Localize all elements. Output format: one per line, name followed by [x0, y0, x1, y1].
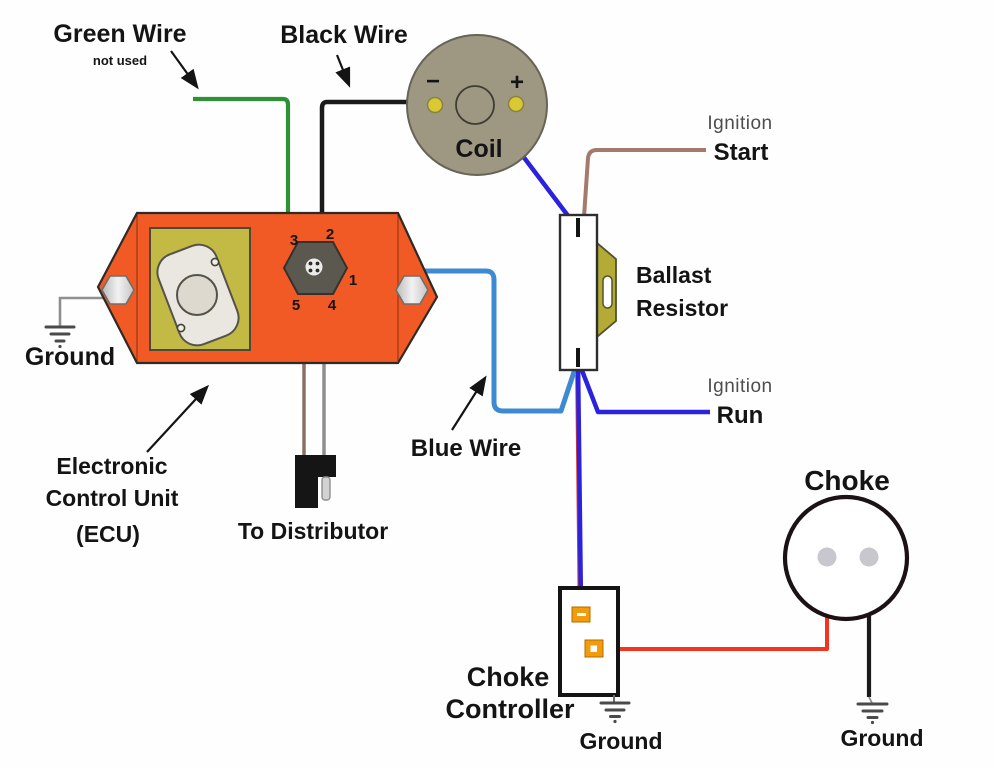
ignition-start-label-line1: Ignition: [707, 113, 772, 134]
ecu-gasket-hole-top: [210, 257, 220, 267]
connector-pin-dot: [315, 261, 320, 266]
ballast-to-choke-controller-wire: [575, 359, 584, 607]
coil-minus-terminal: [426, 96, 444, 114]
black-wire-arrow: [335, 54, 351, 88]
connector-key: [305, 258, 323, 276]
ecu-ground-label: Ground: [25, 343, 115, 371]
ballast-label-line2: Resistor: [636, 295, 728, 321]
ballast-resistor-body: [558, 213, 599, 372]
ecu-label-line2: Control Unit: [46, 485, 179, 511]
blue-wire-arrow: [451, 375, 487, 431]
ground-symbol-choke-controller: [599, 695, 631, 724]
blue-wire-ecu-to-ballast: [345, 268, 580, 414]
coil-plus-sign: +: [510, 69, 524, 96]
ecu-body: [96, 211, 439, 365]
connector-pin-dot: [315, 268, 320, 273]
green-wire-label: Green Wire: [53, 20, 186, 48]
ecu-label-line3: (ECU): [76, 521, 140, 547]
choke-controller-label-line1: Choke: [467, 662, 550, 692]
ballast-tab-slot: [602, 275, 613, 309]
connector-pin-dot: [308, 268, 313, 273]
green-wire-arrow: [170, 50, 199, 90]
coil-center-ring: [455, 85, 495, 125]
ecu-ground-wire: [58, 296, 104, 327]
ignition-run-label-line2: Run: [717, 402, 764, 429]
choke-ground-label: Ground: [840, 725, 923, 751]
pin-3-label: 3: [290, 232, 298, 249]
distributor-connector: [295, 455, 336, 508]
ecu-gasket-hole-bottom: [176, 323, 186, 333]
ignition-run-wire: [575, 359, 710, 415]
black-wire: [319, 99, 428, 241]
green-wire: [193, 96, 291, 243]
coil-minus-sign: −: [426, 68, 440, 95]
ecu-right-bolt-icon: [395, 275, 429, 305]
ignition-run-label-line1: Ignition: [707, 376, 772, 397]
coil-plus-terminal: [507, 95, 525, 113]
pin-5-label: 5: [292, 297, 300, 314]
black-wire-label: Black Wire: [280, 21, 408, 49]
ignition-start-label-line2: Start: [714, 139, 769, 166]
choke-controller-label-line2: Controller: [445, 694, 574, 724]
ground-symbol-choke: [856, 702, 889, 725]
pin-1-label: 1: [349, 272, 357, 289]
distributor-connector-pin: [321, 476, 331, 501]
blue-wire-label: Blue Wire: [411, 435, 521, 462]
coil-label: Coil: [455, 135, 502, 163]
ecu-label-arrow: [146, 384, 210, 453]
to-distributor-label: To Distributor: [238, 518, 388, 544]
pin-4-label: 4: [328, 297, 337, 314]
choke-controller-terminal-2-slot: [590, 645, 597, 652]
ignition-start-wire: [582, 148, 706, 218]
ecu-label-line1: Electronic: [56, 453, 167, 479]
ground-symbol-ecu: [44, 325, 76, 349]
choke-terminal-right: [859, 547, 879, 567]
ballast-label-line1: Ballast: [636, 262, 712, 288]
pin-numbers: 3 2 1 5 4: [290, 226, 357, 314]
ecu-left-bolt-icon: [101, 275, 135, 305]
coil-body: [406, 34, 548, 176]
choke-ground-stem: [868, 696, 873, 704]
choke-body: [782, 494, 910, 622]
connector-pin-dot: [308, 261, 313, 266]
choke-terminal-left: [817, 547, 837, 567]
choke-controller-ground-label: Ground: [579, 728, 662, 754]
choke-label: Choke: [804, 465, 890, 496]
pin-2-label: 2: [326, 226, 334, 243]
ecu-gasket-circle: [176, 274, 218, 316]
green-wire-note: not used: [93, 53, 147, 68]
